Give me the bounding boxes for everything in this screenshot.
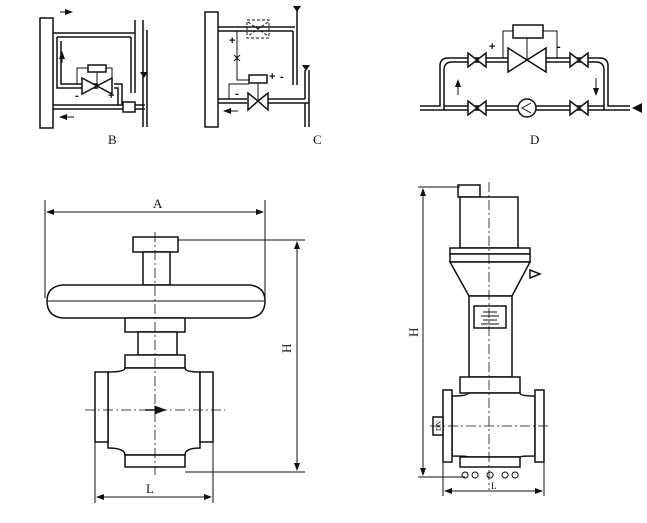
diaphragm-valve-drawing: A H L: [44, 196, 305, 503]
right-flange: [199, 371, 214, 443]
impulse-lines: [228, 31, 259, 101]
actuator-flange: [449, 253, 531, 263]
extension-lines: [94, 442, 214, 503]
plus-sign: +: [108, 90, 114, 102]
terminal-box: [457, 184, 481, 198]
loop-pipe-right: [546, 57, 630, 111]
stem-cap: [132, 236, 179, 253]
extension-lines: [418, 186, 465, 478]
minus-sign: -: [235, 88, 239, 100]
loop-pipe-left: [420, 57, 508, 111]
scheme-b: - + B: [39, 9, 148, 147]
level-marker-icon: [140, 72, 148, 78]
actuator-icon: [248, 74, 268, 84]
dimension-h-label: H: [406, 328, 421, 337]
dimension-l-label: L: [146, 481, 154, 496]
pump-icon: [517, 98, 537, 118]
scheme-c: + + - - C: [204, 6, 322, 147]
filter-icon: [122, 101, 136, 113]
return-pipe: [218, 70, 310, 127]
dimension-a-label: A: [153, 196, 163, 211]
impulse-lines: [502, 30, 558, 60]
needle-valve-icon: [233, 54, 241, 62]
actuator-flange: [449, 247, 531, 255]
bolts-icon: [461, 471, 519, 479]
plus-sign: +: [489, 41, 495, 53]
actuator-icon: [512, 24, 544, 39]
minus-sign: -: [557, 41, 561, 53]
upper-stem: [142, 251, 171, 286]
shutoff-valves-icon: [467, 51, 589, 117]
equipment-wall: [204, 11, 219, 128]
equipment-wall: [39, 17, 54, 129]
scheme-label: D: [530, 132, 539, 147]
level-marker-icon: [293, 6, 310, 71]
left-flange: [94, 371, 109, 443]
valve-body: [451, 392, 536, 458]
dimension-l-label: L: [491, 481, 497, 491]
plus-sign: +: [229, 35, 235, 47]
regulating-valve-icon: [247, 91, 269, 112]
pipes: [53, 32, 145, 110]
scheme-d: + - D: [420, 24, 642, 147]
extension-lines: [44, 200, 266, 298]
minus-sign: -: [75, 90, 79, 102]
extension-lines: [178, 239, 305, 473]
scheme-label: B: [108, 132, 117, 147]
valve-body: [107, 367, 201, 456]
bypass-pipes: [56, 37, 123, 105]
handwheel-indicator-icon: [529, 268, 543, 280]
body-top-flange: [459, 376, 521, 394]
actuator-icon: [87, 64, 107, 73]
electric-valve-drawing: DN H L: [406, 182, 550, 496]
body-bottom-cover: [459, 456, 521, 468]
inlet-marker-icon: [632, 103, 642, 113]
extension-lines: [442, 462, 545, 496]
minus-sign: -: [280, 71, 284, 83]
scheme-label: C: [313, 132, 322, 147]
pump-arrow: [520, 102, 532, 114]
impulse-lines: [76, 67, 113, 86]
bonnet: [137, 331, 178, 356]
dimension-h-label: H: [279, 344, 294, 353]
centerlines: [430, 182, 550, 490]
yoke: [448, 261, 532, 297]
spring-window: [473, 305, 507, 329]
dashed-valve-icon: [246, 19, 270, 39]
vertical-pipes: [130, 20, 148, 127]
spring-icon: [481, 311, 499, 325]
plus-sign: +: [269, 71, 275, 83]
centerlines: [85, 232, 225, 475]
